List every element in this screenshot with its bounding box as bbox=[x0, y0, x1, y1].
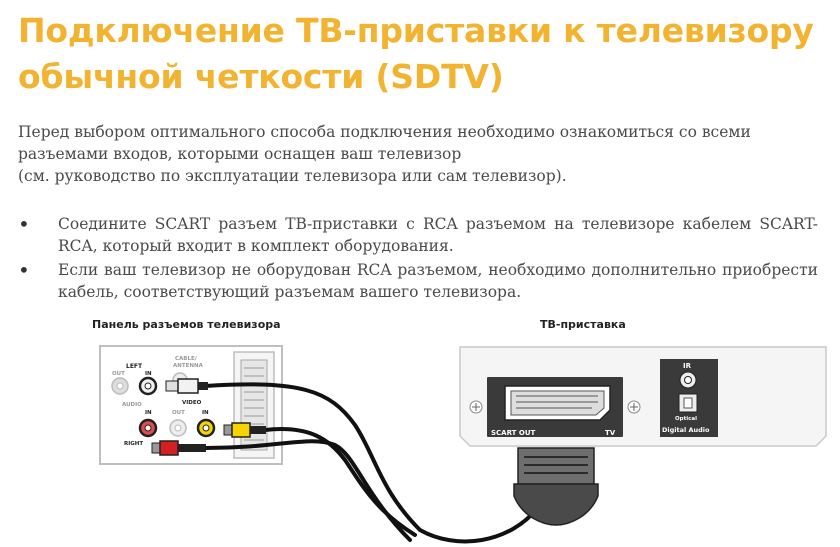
intro-line: разъемами входов, которыми оснащен ваш т… bbox=[18, 145, 462, 163]
rca-plug-yellow bbox=[223, 422, 266, 438]
tv-label: TV bbox=[605, 429, 616, 437]
out-label: OUT bbox=[172, 410, 185, 416]
rca-jack-audio-left-in bbox=[138, 376, 158, 396]
intro-line: (см. руководство по эксплуатации телевиз… bbox=[18, 167, 567, 185]
rca-plug-red bbox=[151, 440, 206, 456]
screw-icon bbox=[469, 400, 483, 414]
instruction-list: • Соедините SCART разъем ТВ-приставки с … bbox=[18, 213, 818, 305]
stb-caption: ТВ-приставка bbox=[540, 318, 626, 331]
list-item-text: Если ваш телевизор не оборудован RCA раз… bbox=[58, 261, 818, 301]
rca-jack-video-in bbox=[196, 418, 216, 438]
rca-jack-audio-right-in bbox=[138, 418, 158, 438]
optical-label: Optical bbox=[675, 416, 697, 422]
list-item: • Соедините SCART разъем ТВ-приставки с … bbox=[18, 213, 818, 257]
tv-panel-caption: Панель разъемов телевизора bbox=[92, 318, 281, 331]
in-label: IN bbox=[202, 410, 209, 416]
ir-label: IR bbox=[683, 362, 692, 370]
cable-label: CABLE/ bbox=[175, 356, 198, 362]
scart-rca-cable bbox=[203, 382, 542, 544]
bullet-icon: • bbox=[18, 258, 30, 282]
digital-audio-label: Digital Audio bbox=[662, 426, 710, 434]
out-label: OUT bbox=[112, 371, 125, 377]
in-label: IN bbox=[145, 371, 152, 377]
scart-out-label: SCART OUT bbox=[491, 429, 536, 437]
in-label: IN bbox=[145, 410, 152, 416]
screw-icon bbox=[627, 400, 641, 414]
set-top-box: SCART OUT TV IR Optical Digital Audio bbox=[459, 346, 827, 447]
intro-line: Перед выбором оптимального способа подкл… bbox=[18, 123, 751, 141]
left-label: LEFT bbox=[126, 363, 143, 370]
antenna-label: ANTENNA bbox=[173, 363, 204, 369]
right-label: RIGHT bbox=[124, 441, 143, 447]
rca-jack-audio-left-out bbox=[111, 377, 129, 395]
bullet-icon: • bbox=[18, 212, 30, 236]
connection-diagram: LEFT OUT IN CABLE/ ANTENNA AUDIO VIDEO I… bbox=[99, 345, 827, 544]
scart-plug bbox=[513, 447, 599, 526]
page-title: Подключение ТВ-приставки к телевизору об… bbox=[18, 11, 814, 96]
rca-plug-white bbox=[165, 378, 208, 394]
list-item: • Если ваш телевизор не оборудован RCA р… bbox=[18, 259, 818, 303]
video-label: VIDEO bbox=[182, 400, 202, 406]
audio-label: AUDIO bbox=[122, 402, 142, 408]
list-item-text: Соедините SCART разъем ТВ-приставки с RC… bbox=[58, 215, 818, 255]
intro-paragraph: Перед выбором оптимального способа подкл… bbox=[18, 121, 828, 187]
rca-jack-video-out bbox=[169, 419, 187, 437]
